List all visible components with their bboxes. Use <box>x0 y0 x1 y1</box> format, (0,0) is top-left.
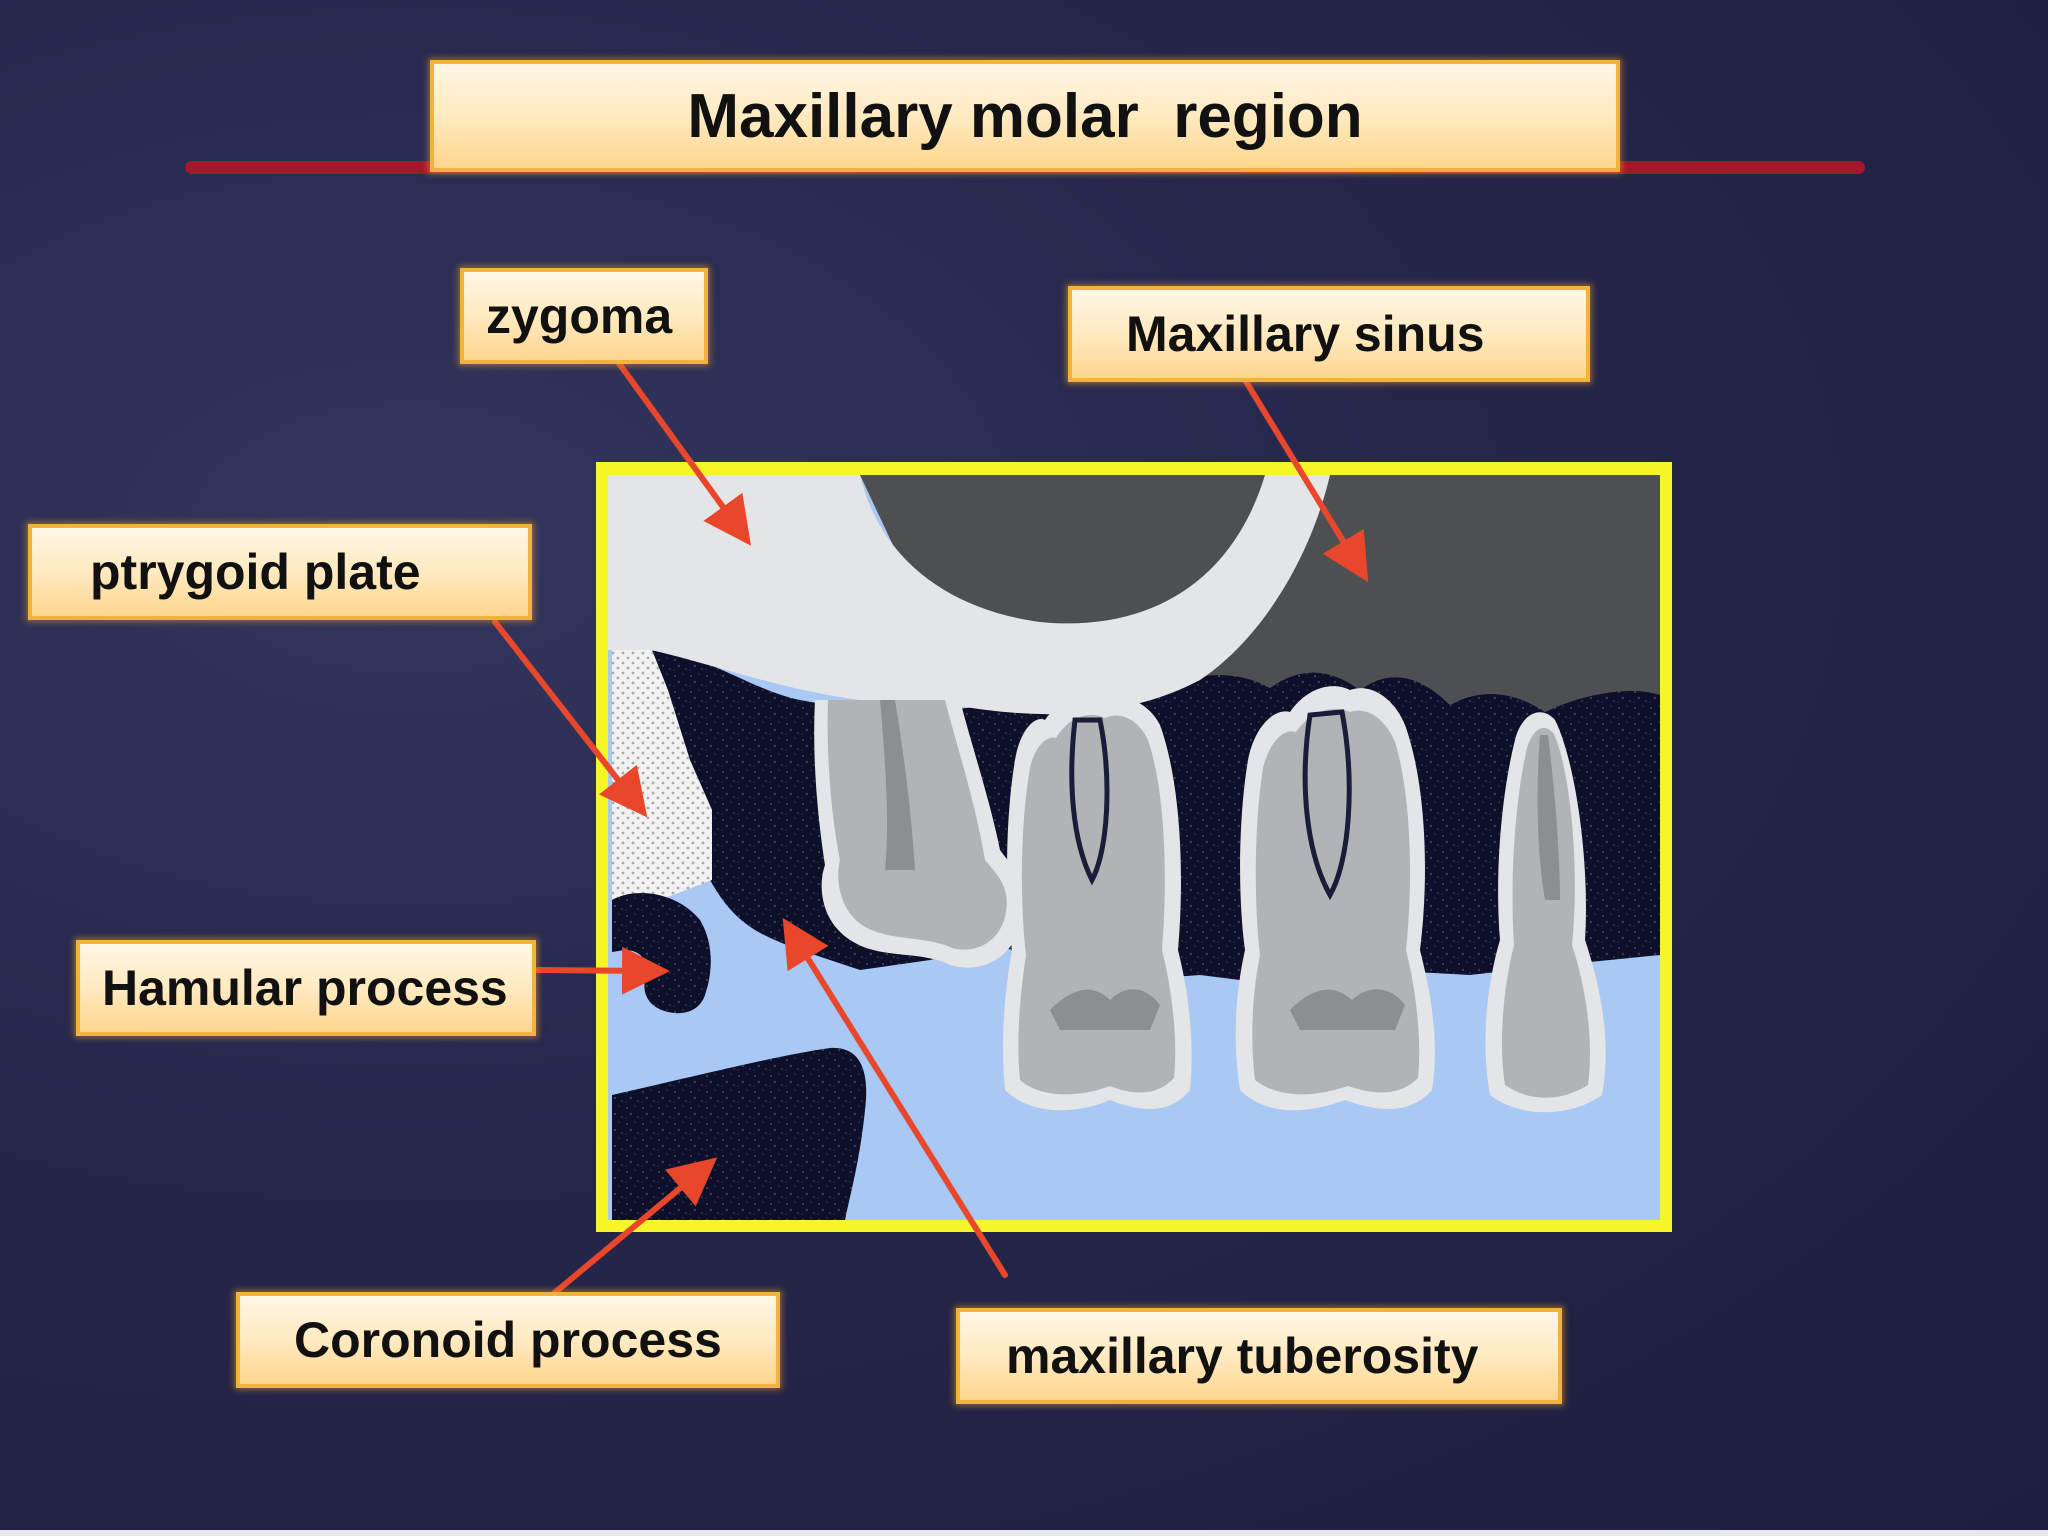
pointer-arrows <box>492 359 1369 1298</box>
slide-title: Maxillary molar region <box>430 60 1620 172</box>
label-coronoid-process-text: Coronoid process <box>294 1312 722 1368</box>
label-zygoma: zygoma <box>460 268 708 364</box>
label-maxillary-sinus: Maxillary sinus <box>1068 286 1590 382</box>
label-maxillary-tuberosity: maxillary tuberosity <box>956 1308 1562 1404</box>
label-hamular-process: Hamular process <box>76 940 536 1036</box>
arrow-hamular-process <box>535 946 670 995</box>
label-maxillary-sinus-text: Maxillary sinus <box>1126 306 1485 362</box>
arrow-ptrygoid-plate <box>492 619 648 818</box>
bottom-edge-strip <box>0 1530 2048 1536</box>
first-molar <box>1235 686 1435 1111</box>
label-zygoma-text: zygoma <box>486 288 673 344</box>
zygoma-shape <box>608 475 1330 715</box>
arrow-zygoma <box>615 359 752 546</box>
second-premolar <box>1485 712 1606 1113</box>
arrow-maxillary-sinus <box>1242 377 1369 583</box>
label-maxillary-tuberosity-text: maxillary tuberosity <box>1006 1328 1479 1384</box>
label-ptrygoid-plate-text: ptrygoid plate <box>90 544 421 600</box>
ptrygoid-plate-shape <box>612 640 712 900</box>
label-hamular-process-text: Hamular process <box>102 960 508 1016</box>
label-ptrygoid-plate: ptrygoid plate <box>28 524 532 620</box>
label-coronoid-process: Coronoid process <box>236 1292 780 1388</box>
third-molar <box>814 700 1025 968</box>
second-molar <box>1002 696 1192 1111</box>
arrow-maxillary-tuberosity <box>782 917 1008 1278</box>
arrow-coronoid-process <box>549 1157 718 1298</box>
slide-title-text: Maxillary molar region <box>687 81 1363 151</box>
